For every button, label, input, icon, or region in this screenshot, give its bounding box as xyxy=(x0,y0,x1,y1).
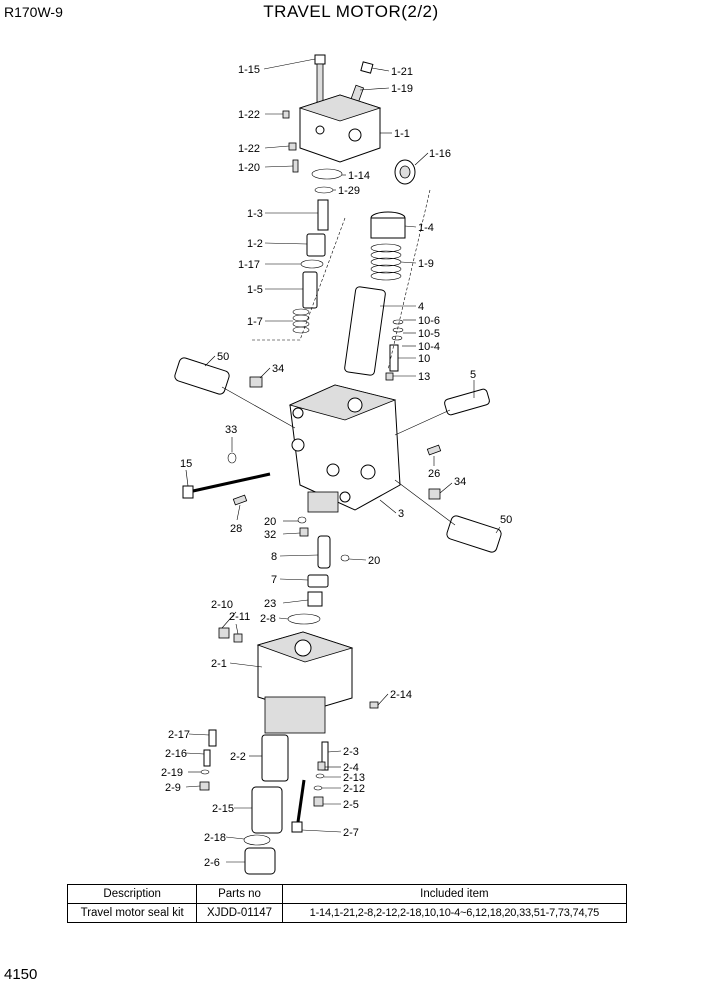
callout: 1-5 xyxy=(247,284,263,296)
callout: 10-5 xyxy=(418,328,440,340)
callout: 20 xyxy=(264,516,276,528)
callout: 20 xyxy=(368,555,380,567)
table-row: Travel motor seal kit XJDD-01147 1-14,1-… xyxy=(66,903,628,923)
parts-group-upper xyxy=(250,54,431,381)
callout: 1-9 xyxy=(418,258,434,270)
callout: 50 xyxy=(217,351,229,363)
callout-labels: 1-15 1-21 1-19 1-22 1-1 1-22 1-16 1-20 1… xyxy=(161,64,512,869)
callout: 2-19 xyxy=(161,767,183,779)
callout: 1-19 xyxy=(391,83,413,95)
column-header: Included item xyxy=(281,884,628,904)
callout: 2-17 xyxy=(168,729,190,741)
callout: 32 xyxy=(264,529,276,541)
callout: 2-13 xyxy=(343,772,365,784)
callout: 3 xyxy=(398,508,404,520)
callout: 2-15 xyxy=(212,803,234,815)
callout: 1-29 xyxy=(338,185,360,197)
callout: 28 xyxy=(230,523,242,535)
parts-group-body xyxy=(174,357,502,553)
callout: 2-2 xyxy=(230,751,246,763)
seal-kit-table: Description Parts no Included item Trave… xyxy=(66,884,628,923)
callout: 1-14 xyxy=(348,170,370,182)
callout: 2-3 xyxy=(343,746,359,758)
exploded-parts-diagram: 1-15 1-21 1-19 1-22 1-1 1-22 1-16 1-20 1… xyxy=(161,54,512,875)
callout: 2-12 xyxy=(343,783,365,795)
page-number: 4150 xyxy=(4,966,38,983)
callout: 4 xyxy=(418,301,424,313)
callout: 10-4 xyxy=(418,341,440,353)
callout: 1-16 xyxy=(429,148,451,160)
callout: 7 xyxy=(271,574,277,586)
callout: 34 xyxy=(272,363,284,375)
callout: 2-4 xyxy=(343,762,359,774)
callout: 13 xyxy=(418,371,430,383)
callout: 1-7 xyxy=(247,316,263,328)
callout: 1-17 xyxy=(238,259,260,271)
callout: 2-7 xyxy=(343,827,359,839)
callout: 23 xyxy=(264,598,276,610)
callout: 1-15 xyxy=(238,64,260,76)
model-number: R170W-9 xyxy=(4,4,63,20)
callout: 2-11 xyxy=(229,611,250,623)
callout: 10 xyxy=(418,353,430,365)
callout: 1-22 xyxy=(238,143,260,155)
callout: 50 xyxy=(500,514,512,526)
page-title: TRAVEL MOTOR(2/2) xyxy=(263,2,439,21)
callout: 2-14 xyxy=(390,689,412,701)
callout: 1-1 xyxy=(394,128,410,140)
callout: 2-10 xyxy=(211,599,233,611)
callout: 34 xyxy=(454,476,466,488)
table-header-row: Description Parts no Included item xyxy=(66,884,628,904)
callout: 1-2 xyxy=(247,238,263,250)
callout: 15 xyxy=(180,458,192,470)
callout: 1-21 xyxy=(391,66,413,78)
callout: 2-5 xyxy=(343,799,359,811)
callout: 1-3 xyxy=(247,208,263,220)
callout: 2-8 xyxy=(260,613,276,625)
column-header: Description xyxy=(66,884,198,904)
description-cell: Travel motor seal kit xyxy=(66,903,198,923)
parts-group-lower xyxy=(199,516,379,875)
included-items-cell: 1-14,1-21,2-8,2-12,2-18,10,10-4~6,12,18,… xyxy=(281,903,628,923)
callout: 2-9 xyxy=(165,782,181,794)
callout: 2-6 xyxy=(204,857,220,869)
callout: 1-22 xyxy=(238,109,260,121)
callout: 2-18 xyxy=(204,832,226,844)
parts-no-cell: XJDD-01147 xyxy=(196,903,283,923)
callout: 8 xyxy=(271,551,277,563)
callout: 1-4 xyxy=(418,222,434,234)
callout: 26 xyxy=(428,468,440,480)
callout: 2-1 xyxy=(211,658,227,670)
callout: 33 xyxy=(225,424,237,436)
column-header: Parts no xyxy=(196,884,283,904)
callout: 2-16 xyxy=(165,748,187,760)
leader-lines xyxy=(185,58,501,863)
callout: 1-20 xyxy=(238,162,260,174)
callout: 5 xyxy=(470,369,476,381)
callout: 10-6 xyxy=(418,315,440,327)
